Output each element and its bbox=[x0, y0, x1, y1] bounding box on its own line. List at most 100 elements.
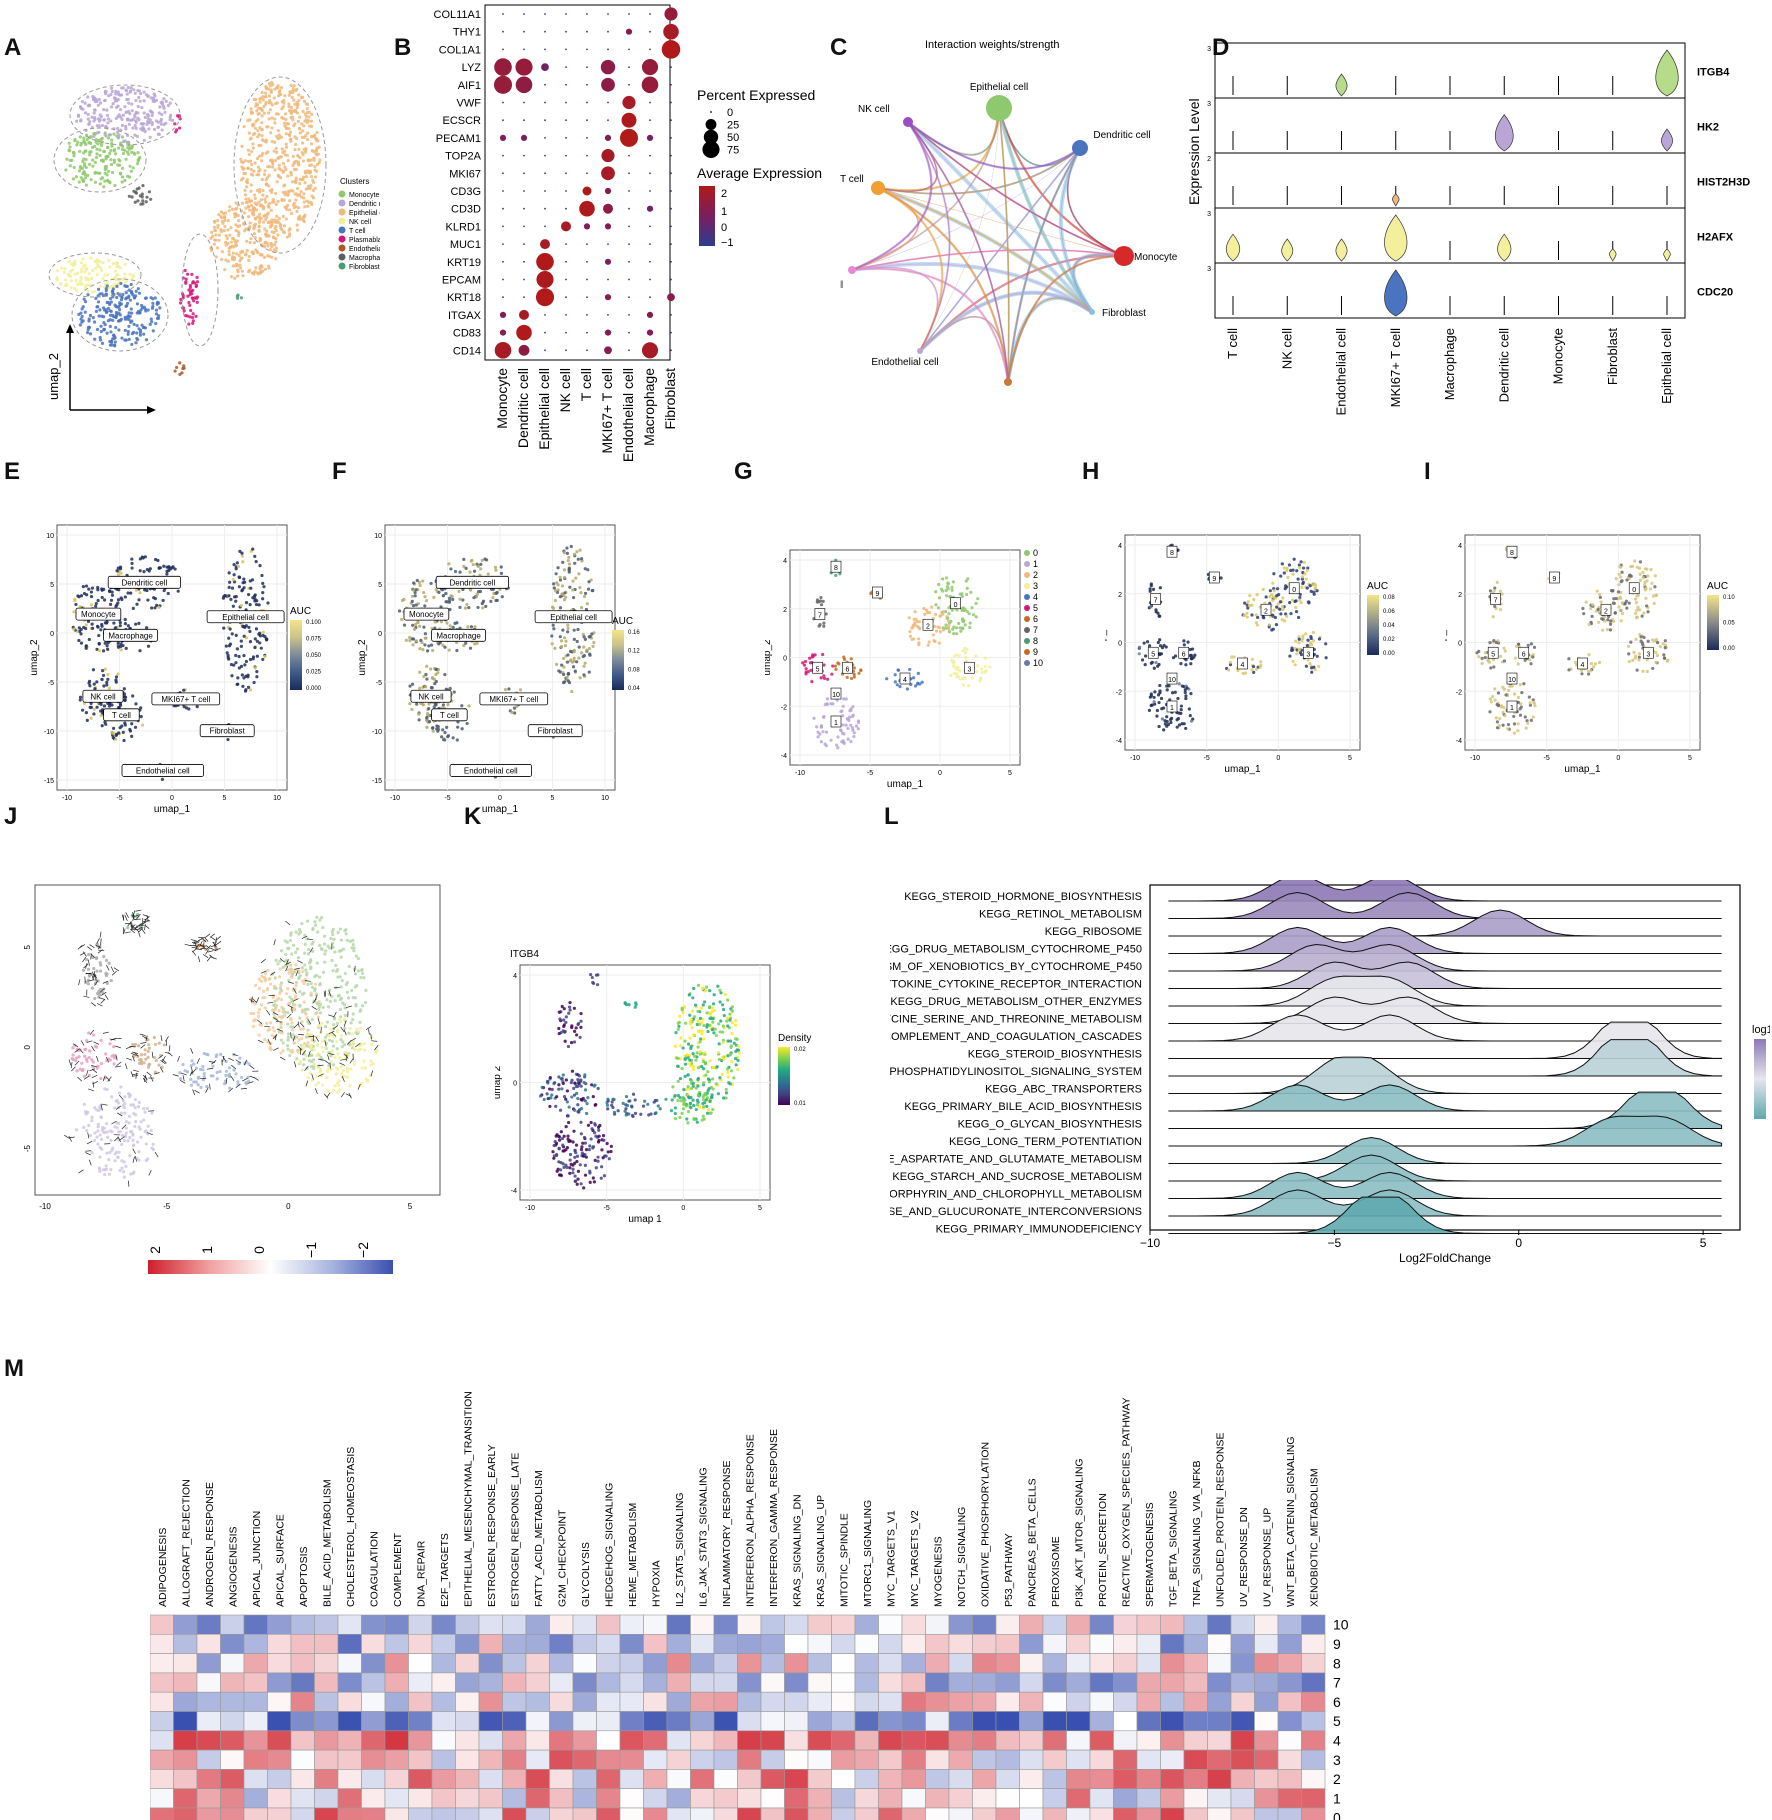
m-heat-cell bbox=[1183, 1691, 1208, 1712]
b-color-tick: 0 bbox=[721, 222, 727, 234]
m-heat-cell bbox=[784, 1788, 809, 1809]
j-velocity-arrow bbox=[210, 956, 217, 960]
b-size-legend-dot bbox=[702, 140, 720, 159]
panel-c-network: Interaction weights/strength Epithelial … bbox=[840, 39, 1178, 386]
m-heat-cell bbox=[1042, 1614, 1067, 1635]
b-dot bbox=[628, 83, 630, 86]
b-dot bbox=[649, 243, 651, 246]
c-edge bbox=[877, 187, 1125, 257]
c-edge bbox=[877, 107, 1001, 192]
m-heat-cell bbox=[1183, 1653, 1208, 1674]
m-heat-cell bbox=[572, 1788, 597, 1809]
j-velocity-arrow bbox=[153, 1072, 160, 1075]
panel-label-c: C bbox=[830, 34, 848, 61]
c-edge bbox=[907, 121, 1093, 313]
j-velocity-arrow bbox=[114, 1136, 119, 1142]
l-pathway-label: KEGG_RIBOSOME bbox=[1045, 926, 1142, 938]
m-column-label: DNA_REPAIR bbox=[415, 1540, 427, 1607]
m-column-label: MYOGENESIS bbox=[932, 1536, 944, 1607]
j-velocity-arrow bbox=[85, 972, 92, 975]
b-dot bbox=[499, 311, 507, 319]
m-heat-cell bbox=[150, 1730, 174, 1751]
b-dot bbox=[544, 101, 546, 104]
g-cluster-tag bbox=[812, 661, 823, 674]
c-edge bbox=[907, 121, 1125, 257]
m-heat-cell bbox=[150, 1807, 174, 1820]
m-row-label: 5 bbox=[1333, 1713, 1341, 1729]
j-velocity-arrow bbox=[304, 1065, 309, 1072]
j-velocity-arrow bbox=[301, 935, 308, 939]
b-dot bbox=[670, 331, 672, 334]
b-dot bbox=[628, 243, 630, 246]
c-edge bbox=[919, 316, 1009, 383]
j-velocity-arrow bbox=[111, 1120, 117, 1125]
j-velocity-arrow bbox=[138, 931, 141, 938]
a-cluster-epithelial-cell bbox=[209, 200, 278, 280]
i-ytick: 4 bbox=[1458, 543, 1462, 550]
l-pathway-label: KEGG_LONG_TERM_POTENTIATION bbox=[949, 1136, 1142, 1148]
m-heat-cell bbox=[549, 1807, 574, 1820]
d-violin bbox=[1663, 248, 1671, 262]
d-celltype-label: T cell bbox=[1225, 328, 1240, 359]
g-legend-label: 6 bbox=[1033, 614, 1038, 624]
d-celltype-label: Epithelial cell bbox=[1659, 328, 1674, 404]
g-cluster-tag bbox=[842, 661, 853, 674]
j-velocity-arrow bbox=[71, 1066, 76, 1072]
m-heat-cell bbox=[760, 1769, 785, 1789]
f-ytick: 10 bbox=[374, 533, 382, 540]
m-heat-cell bbox=[713, 1653, 738, 1674]
m-heat-cell bbox=[173, 1807, 198, 1820]
k-ylabel: umap 2 bbox=[495, 1065, 503, 1099]
b-dot bbox=[565, 331, 567, 334]
j-velocity-arrow bbox=[150, 1075, 154, 1082]
j-velocity-arrow bbox=[177, 1055, 180, 1062]
j-velocity-arrow bbox=[324, 990, 327, 997]
j-velocity-arrow bbox=[231, 1064, 237, 1070]
m-heat-cell bbox=[408, 1788, 433, 1809]
g-legend-swatch bbox=[1024, 605, 1030, 611]
c-node bbox=[848, 266, 856, 274]
l-pathway-label: KEGG_PRIMARY_BILE_ACID_BIOSYNTHESIS bbox=[904, 1101, 1142, 1113]
j-velocity-arrow bbox=[357, 1083, 361, 1090]
f-label-box bbox=[431, 628, 486, 642]
b-dot bbox=[518, 344, 530, 356]
j-velocity-arrow bbox=[256, 997, 260, 1003]
m-heat-cell bbox=[619, 1672, 644, 1693]
m-heat-cell bbox=[760, 1788, 785, 1809]
m-heat-cell bbox=[1066, 1691, 1091, 1712]
h-colorbar bbox=[1367, 595, 1379, 655]
j-velocity-arrow bbox=[99, 931, 102, 938]
h-cluster-number: 7 bbox=[1154, 598, 1158, 605]
m-row-label: 3 bbox=[1333, 1752, 1341, 1768]
m-heat-cell bbox=[243, 1691, 268, 1712]
m-heat-cell bbox=[150, 1711, 174, 1732]
j-velocity-arrow bbox=[130, 1052, 137, 1056]
m-heat-cell bbox=[267, 1672, 292, 1693]
j-velocity-arrow bbox=[196, 1058, 200, 1064]
m-heat-cell bbox=[1254, 1672, 1279, 1693]
c-edge bbox=[851, 187, 919, 271]
m-heat-cell bbox=[478, 1633, 503, 1654]
j-velocity-arrow bbox=[115, 1105, 122, 1110]
a-cluster-outline bbox=[71, 278, 169, 352]
m-heat-cell bbox=[854, 1711, 879, 1732]
e-cell-label: Monocyte bbox=[81, 610, 116, 619]
j-velocity-arrow bbox=[341, 1075, 345, 1082]
b-dot bbox=[670, 260, 672, 263]
k-cluster bbox=[664, 1077, 715, 1125]
j-velocity-arrow bbox=[74, 1060, 80, 1066]
j-velocity-arrow bbox=[136, 923, 142, 928]
l-colorbar bbox=[1754, 1039, 1766, 1119]
m-heat-cell bbox=[243, 1633, 268, 1654]
d-tick: 2 bbox=[1207, 156, 1211, 163]
m-heat-cell bbox=[878, 1653, 903, 1674]
i-ytick: 0 bbox=[1458, 641, 1462, 648]
d-violin bbox=[1384, 214, 1408, 262]
b-dot bbox=[649, 190, 651, 192]
m-heat-cell bbox=[196, 1614, 221, 1635]
m-heat-cell bbox=[196, 1653, 221, 1674]
g-ytick: 0 bbox=[783, 656, 787, 663]
f-ytick: 5 bbox=[378, 582, 382, 589]
m-heat-cell bbox=[267, 1653, 292, 1674]
b-dot bbox=[586, 30, 588, 33]
